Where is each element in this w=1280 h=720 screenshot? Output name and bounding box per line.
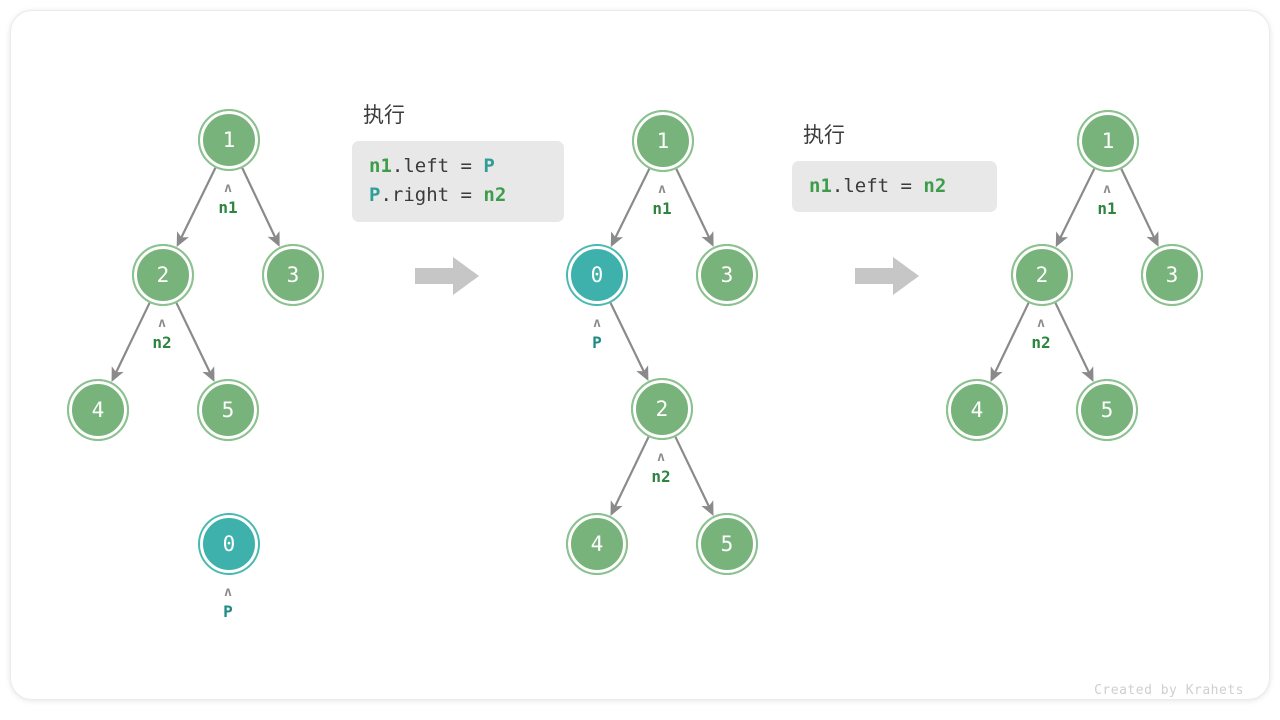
tree-edge — [1120, 168, 1159, 247]
tree-edge — [610, 168, 651, 248]
tree-edge — [990, 302, 1030, 382]
tree-edge — [1054, 302, 1094, 382]
tree-edge — [675, 168, 714, 247]
tree-edge — [175, 302, 215, 382]
tree-edge — [241, 167, 280, 247]
tree-edge — [1055, 168, 1096, 248]
tree-edge — [176, 167, 217, 248]
tree-edge — [674, 436, 714, 516]
credit-text: Created by Krahets — [1094, 683, 1244, 698]
tree-edge — [609, 302, 649, 381]
tree-edge — [111, 302, 151, 382]
tree-edge — [610, 436, 650, 516]
